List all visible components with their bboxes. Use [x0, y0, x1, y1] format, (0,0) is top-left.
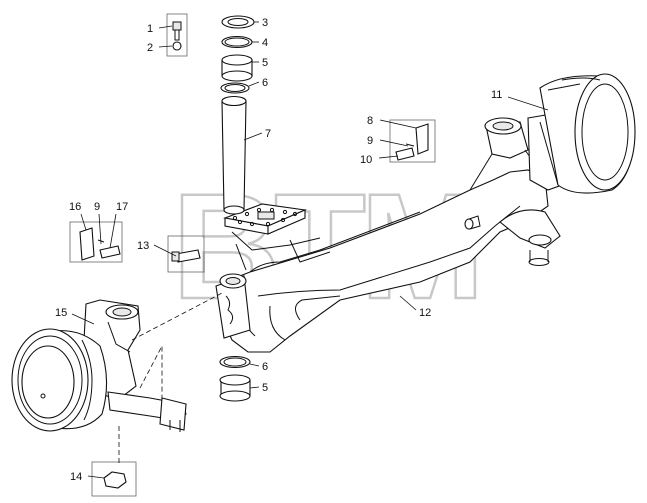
callout-6-bottom: 6 [262, 361, 268, 373]
callout-11: 11 [491, 89, 502, 101]
right-wheel-hub [539, 73, 636, 194]
top-parts-stack [220, 15, 255, 215]
bolt-13-group [167, 235, 205, 273]
callout-5-bottom: 5 [262, 382, 268, 394]
callout-12: 12 [419, 307, 431, 319]
callout-5-top: 5 [262, 57, 268, 69]
callout-17: 17 [116, 201, 128, 213]
callout-7: 7 [265, 128, 271, 140]
callout-13: 13 [137, 240, 149, 252]
leader-lines [71, 21, 549, 479]
callout-14: 14 [70, 471, 82, 483]
assembly-lines [118, 291, 225, 466]
callout-3: 3 [262, 17, 268, 29]
left-bolt-group [69, 221, 123, 263]
callouts: 1 2 3 4 5 6 7 8 9 10 11 12 13 14 15 16 9… [55, 17, 502, 483]
bottom-parts-stack [219, 355, 251, 402]
callout-9-right: 9 [367, 135, 373, 147]
callout-1: 1 [147, 23, 153, 35]
callout-15: 15 [55, 307, 67, 319]
callout-9-left: 9 [94, 201, 100, 213]
left-knuckle [11, 299, 187, 432]
callout-16: 16 [69, 201, 81, 213]
callout-8: 8 [367, 115, 373, 127]
callout-4: 4 [262, 37, 268, 49]
grease-fitting-group [166, 13, 188, 57]
cover-bolts [232, 207, 298, 227]
plug-14 [91, 461, 137, 497]
right-bolt-group [389, 119, 436, 163]
callout-2: 2 [147, 42, 153, 54]
callout-6-top: 6 [262, 77, 268, 89]
callout-10: 10 [360, 154, 372, 166]
